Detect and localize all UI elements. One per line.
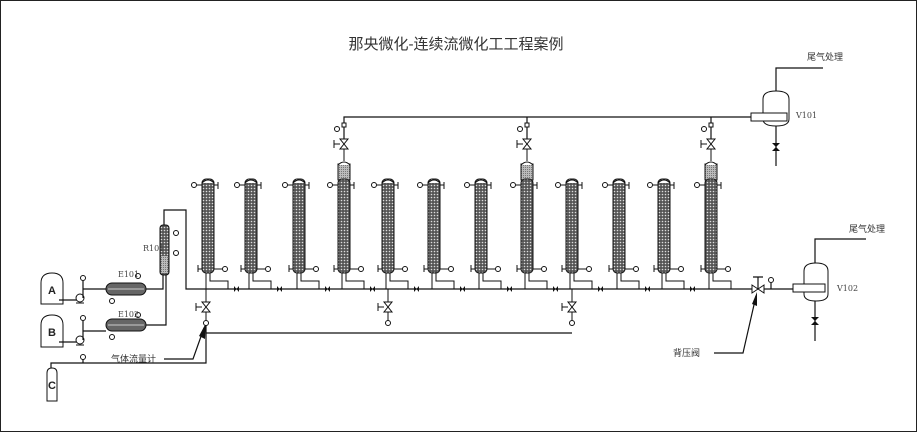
check-valve-icon (507, 286, 512, 292)
cylinder-c-label: C (48, 380, 56, 392)
gauge-icon (371, 182, 377, 188)
reactor-column-12 (694, 122, 732, 289)
heat-exchanger-e101: E101 (105, 270, 147, 304)
reactor-column-10 (602, 178, 650, 292)
gauge-icon (586, 266, 592, 272)
pressure-gauge-icon (80, 354, 86, 360)
gauge-icon (633, 266, 639, 272)
feed-pipes (59, 288, 106, 343)
gauge-icon (313, 266, 319, 272)
gauge-icon (191, 182, 197, 188)
gauge-icon (282, 182, 288, 188)
gauge-icon (265, 266, 271, 272)
gauge-icon (647, 182, 653, 188)
tank-b-label: B (48, 327, 56, 339)
gauge-icon (495, 266, 501, 272)
pump-a (75, 275, 86, 304)
gauge-icon (358, 266, 364, 272)
pump-b (75, 315, 86, 346)
tank-b: B (40, 314, 64, 348)
check-valve-icon (553, 286, 558, 292)
gas-inlet-valve-5[interactable] (377, 289, 394, 326)
back-pressure-leader (714, 295, 757, 354)
heat-exchanger-e102: E102 (105, 310, 147, 340)
gauge-icon (234, 182, 240, 188)
v102-label: V102 (836, 284, 858, 293)
gauge-icon (541, 266, 547, 272)
check-valve-icon (690, 286, 695, 292)
r101-outlet-pipe (163, 209, 206, 290)
e102-label: E102 (118, 310, 139, 319)
tank-a: A (40, 272, 64, 305)
reactor-column-3 (282, 178, 330, 292)
tail-gas-label-2: 尾气处理 (849, 223, 885, 235)
gauge-icon (510, 182, 516, 188)
gas-header-line (343, 116, 751, 141)
tank-a-label: A (48, 285, 56, 297)
gauge-icon (417, 182, 423, 188)
gauge-icon (222, 266, 228, 272)
gas-flowmeter-label: 气体流量计 (111, 353, 156, 365)
gauge-icon (402, 266, 408, 272)
diagram-title: 那央微化-连续流微化工工程案例 (348, 35, 563, 53)
gauge-icon (448, 266, 454, 272)
gauge-icon (327, 182, 333, 188)
reactor-r101: R101 (143, 224, 179, 276)
reactor-column-4 (327, 122, 375, 292)
gas-inlet-valve-1[interactable] (195, 289, 212, 326)
tail-gas-label-1: 尾气处理 (807, 51, 843, 63)
reactor-column-2 (234, 178, 282, 292)
check-valve-icon (414, 286, 419, 292)
gauge-icon (464, 182, 470, 188)
back-pressure-valve-label: 背压阀 (673, 347, 700, 359)
back-pressure-valve[interactable] (751, 276, 774, 294)
gas-supply-line (50, 323, 572, 368)
v101-label: V101 (795, 111, 817, 120)
check-valve-icon (370, 286, 375, 292)
gauge-icon (694, 182, 700, 188)
separator-v102: V102 (792, 238, 866, 341)
reactor-column-6 (417, 178, 465, 292)
gas-cylinder-c: C (46, 367, 58, 402)
check-valve-icon (645, 286, 650, 292)
gas-flowmeter-leader (164, 327, 205, 360)
reactor-column-11 (647, 178, 695, 292)
separator-v101: V101 (750, 67, 823, 166)
r101-label: R101 (143, 244, 164, 253)
reactor-column-9 (555, 178, 603, 326)
gas-outlet-valve-4[interactable] (333, 122, 350, 161)
gauge-icon (678, 266, 684, 272)
exchanger-outlet-pipes (146, 273, 167, 326)
reactor-column-7 (464, 178, 512, 292)
e101-label: E101 (118, 270, 139, 279)
check-valve-icon (598, 286, 603, 292)
check-valve-icon (325, 286, 330, 292)
gas-outlet-valve-12[interactable] (700, 122, 717, 161)
reactor-column-5 (371, 178, 419, 326)
check-valve-icon (277, 286, 282, 292)
reactor-column-8 (510, 122, 558, 292)
check-valve-icon (460, 286, 465, 292)
gas-inlet-valve-9[interactable] (561, 289, 578, 326)
reactor-column-1 (191, 178, 239, 326)
gauge-icon (725, 266, 731, 272)
gauge-icon (602, 182, 608, 188)
check-valve-icon (234, 286, 239, 292)
gas-outlet-valve-8[interactable] (516, 122, 533, 161)
gauge-icon (555, 182, 561, 188)
